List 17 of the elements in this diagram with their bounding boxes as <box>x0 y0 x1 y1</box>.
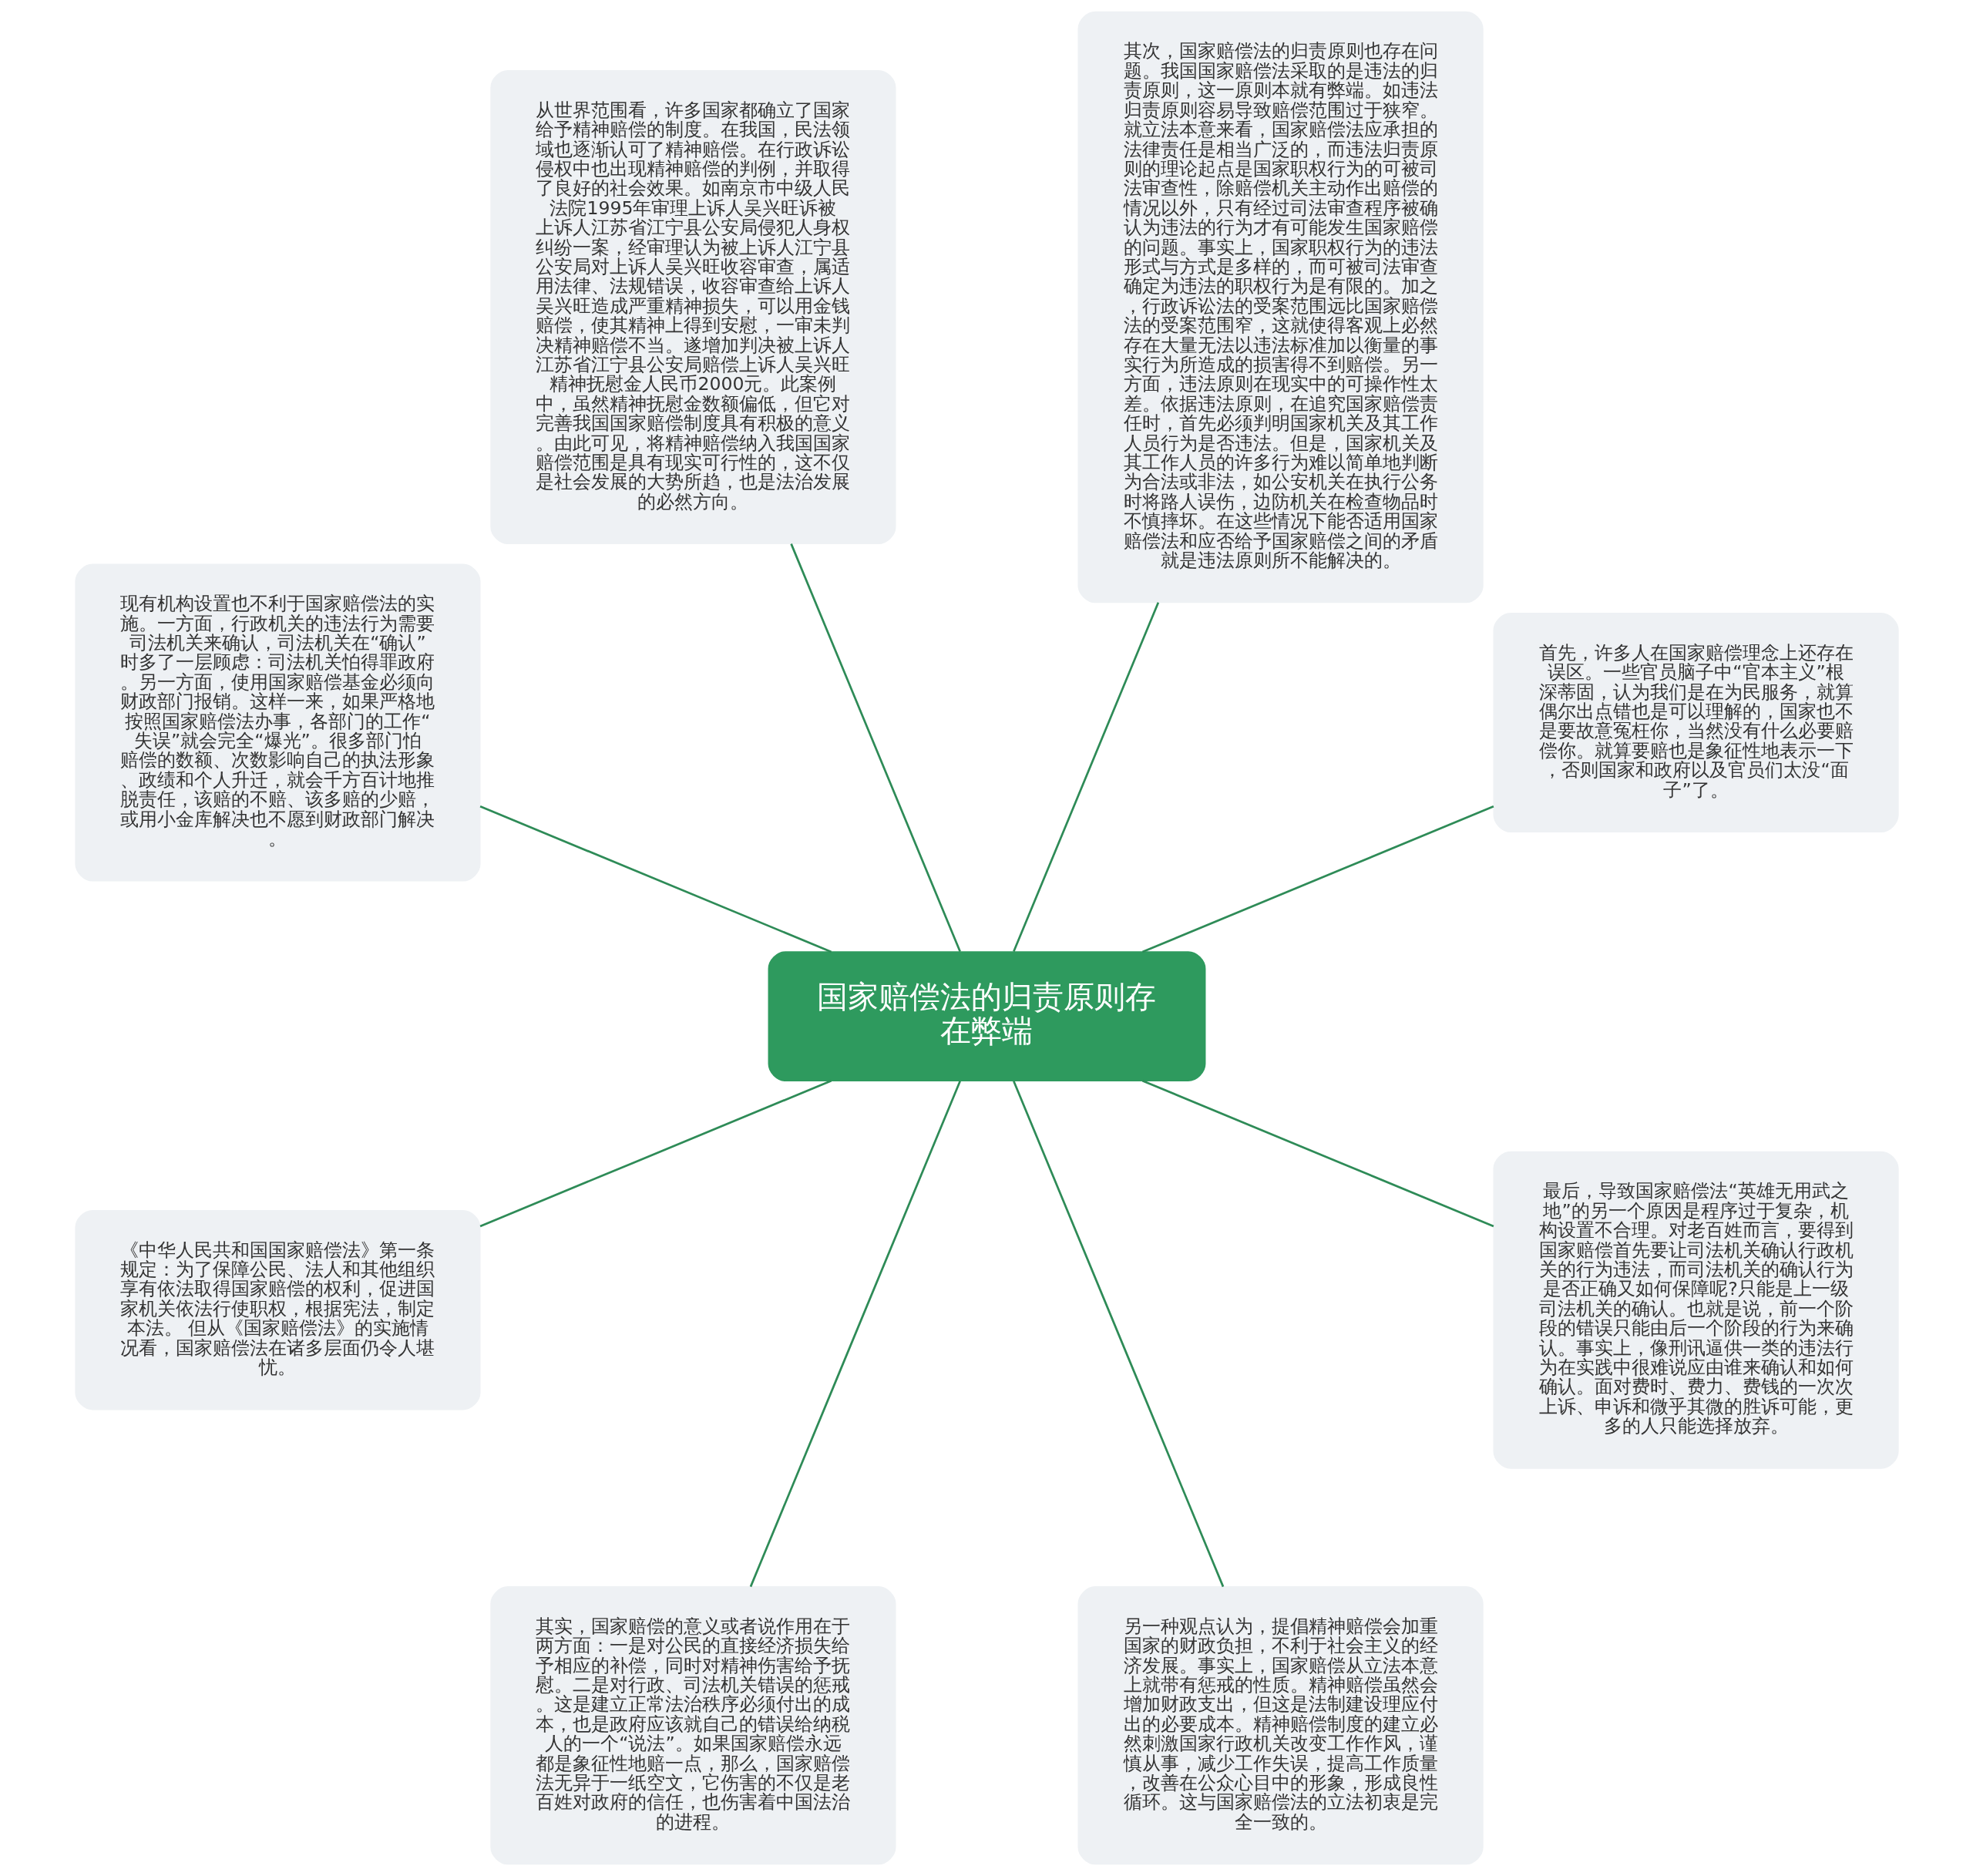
connector <box>479 1080 832 1228</box>
node-box: 另一种观点认为，提倡精神赔偿会加重国家的财政负担，不利于社会主义的经济发展。事实上，国家赔偿从立法本意上就带有惩戒的性质。精神赔偿虽然会增加财政支出，但这是法制建设理应付出的必要成本。精神赔偿制度的建立必然刺激国家行政机关改变工作作风，谨慎从事，减少工作失误，提高工作质量，改善在公众心目中的形象，形成良性循环。这与国家赔偿法的立法初衷是完全一致的。 <box>1077 1586 1484 1865</box>
connector <box>1012 602 1159 953</box>
connector <box>789 543 961 953</box>
node-box: 首先，许多人在国家赔偿理念上还存在误区。一些官员脑子中“官本主义”根深蒂固，认为我们是在为民服务，就算偶尔出点错也是可以理解的，国家也不是要故意冤枉你，当然没有什么必要赔偿你。就算要赔也是象征性地表示一下，否则国家和政府以及官员们太没“面子”了。 <box>1492 613 1899 832</box>
connector <box>479 805 832 953</box>
node-box: 《中华人民共和国国家赔偿法》第一条规定：为了保障公民、法人和其他组织享有依法取得国家赔偿的权利，促进国家机关依法行使职权，根据宪法，制定本法。 但从《国家赔偿法》的实施情况看，国家赔偿法在诸多层面仍令人堪忧。 <box>74 1209 481 1410</box>
connector <box>749 1081 961 1588</box>
connector <box>1141 1080 1494 1228</box>
node-box: 最后，导致国家赔偿法“英雄无用武之地”的另一个原因是程序过于复杂，机构设置不合理。对老百姓而言，要得到国家赔偿首先要让司法机关确认行政机关的行为违法，而司法机关的确认行为是否正确又如何保障呢?只能是上一级司法机关的确认。也就是说，前一个阶段的错误只能由后一个阶段的行为来确认。事实上，像刑讯逼供一类的违法行为在实践中很难说应由谁来确认和如何确认。面对费时、费力、费钱的一次次上诉、申诉和微乎其微的胜诉可能，更多的人只能选择放弃。 <box>1492 1151 1899 1469</box>
node-box: 其实，国家赔偿的意义或者说作用在于两方面：一是对公民的直接经济损失给予相应的补偿，同时对精神伤害给予抚慰。二是对行政、司法机关错误的惩戒。这是建立正常法治秩序必须付出的成本，也是政府应该就自己的错误给纳税人的一个“说法”。如果国家赔偿永远都是象征性地赔一点，那么，国家赔偿法无异于一纸空文，它伤害的不仅是老百姓对政府的信任，也伤害着中国法治的进程。 <box>489 1586 896 1865</box>
node-box: 其次，国家赔偿法的归责原则也存在问题。我国国家赔偿法采取的是违法的归责原则，这一原则本就有弊端。如违法归责原则容易导致赔偿范围过于狭窄。就立法本意来看，国家赔偿法应承担的法律责任是相当广泛的，而违法归责原则的理论起点是国家职权行为的可被司法审查性，除赔偿机关主动作出赔偿的情况以外，只有经过司法审查程序被确认为违法的行为才有可能发生国家赔偿的问题。事实上，国家职权行为的违法形式与方式是多样的，而可被司法审查确定为违法的职权行为是有限的。加之，行政诉讼法的受案范围远比国家赔偿法的受案范围窄，这就使得客观上必然存在大量无法以违法标准加以衡量的事实行为所造成的损害得不到赔偿。另一方面，违法原则在现实中的可操作性太差。依据违法原则，在追究国家赔偿责任时，首先必须判明国家机关及其工作人员行为是否违法。但是，国家机关及其工作人员的许多行为难以简单地判断为合法或非法，如公安机关在执行公务时将路人误伤，边防机关在检查物品时不慎摔坏。在这些情况下能否适用国家赔偿法和应否给予国家赔偿之间的矛盾就是违法原则所不能解决的。 <box>1077 11 1484 603</box>
connector <box>1141 805 1494 953</box>
node-box: 现有机构设置也不利于国家赔偿法的实施。一方面，行政机关的违法行为需要司法机关来确认，司法机关在“确认”时多了一层顾虑：司法机关怕得罪政府。另一方面，使用国家赔偿基金必须向财政部门报销。这样一来，如果严格地按照国家赔偿法办事，各部门的工作“失误”就会完全“爆光”。很多部门怕赔偿的数额、次数影响自己的执法形象、政绩和个人升迁，就会千方百计地推脱责任，该赔的不赔、该多赔的少赔，或用小金库解决也不愿到财政部门解决。 <box>74 563 481 882</box>
node-box: 从世界范围看，许多国家都确立了国家给予精神赔偿的制度。在我国，民法领域也逐渐认可了精神赔偿。在行政诉讼侵权中也出现精神赔偿的判例，并取得了良好的社会效果。如南京市中级人民法院1995年审理上诉人吴兴旺诉被上诉人江苏省江宁县公安局侵犯人身权纠纷一案，经审理认为被上诉人江宁县公安局对上诉人吴兴旺收容审查，属适用法律、法规错误，收容审查给上诉人吴兴旺造成严重精神损失，可以用金钱赔偿，使其精神上得到安慰，一审未判决精神赔偿不当。遂增加判决被上诉人江苏省江宁县公安局赔偿上诉人吴兴旺精神抚慰金人民币2000元。此案例中，虽然精神抚慰金数额偏低，但它对完善我国国家赔偿制度具有积极的意义。由此可见，将精神赔偿纳入我国国家赔偿范围是具有现实可行性的，这不仅是社会发展的大势所趋，也是法治发展的必然方向。 <box>489 70 896 545</box>
node-box: 国家赔偿法的归责原则存在弊端 <box>768 951 1205 1081</box>
connector <box>1012 1081 1224 1588</box>
